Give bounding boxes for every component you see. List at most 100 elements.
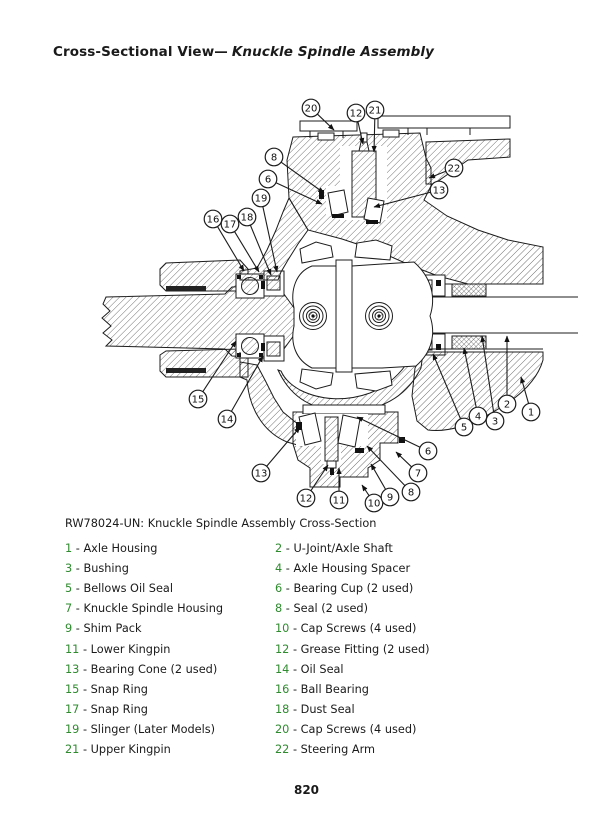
- callout-number-16: 16: [207, 215, 220, 226]
- part-number: 10: [275, 622, 290, 636]
- callout-number-9: 9: [387, 493, 393, 504]
- part-name: - Upper Kingpin: [79, 743, 171, 757]
- part-number: 14: [275, 662, 290, 676]
- part-item-11: 11 - Lower Kingpin: [65, 643, 275, 656]
- part-number: 5: [65, 581, 73, 595]
- part-item-19: 19 - Slinger (Later Models): [65, 723, 275, 736]
- callout-leader-7: [395, 451, 413, 468]
- part-item-21: 21 - Upper Kingpin: [65, 743, 275, 756]
- callout-circle-18: [237, 207, 257, 227]
- callout-leader-12: [310, 464, 329, 491]
- callout-leader-16: [217, 226, 245, 272]
- part-item-7: 7 - Knuckle Spindle Housing: [65, 602, 275, 615]
- callout-number-20: 20: [305, 104, 318, 115]
- part-number: 3: [65, 561, 73, 575]
- callout-number-8: 8: [271, 153, 277, 164]
- callout-leader-17: [234, 231, 260, 273]
- part-name: - Steering Arm: [289, 743, 376, 757]
- part-item-20: 20 - Cap Screws (4 used): [275, 723, 555, 736]
- part-name: - U-Joint/Axle Shaft: [282, 541, 393, 555]
- callout-leader-21: [371, 118, 377, 153]
- part-name: - Shim Pack: [72, 622, 142, 636]
- part-number: 4: [275, 561, 283, 575]
- callout-circle-22: [444, 158, 464, 178]
- part-number: 12: [275, 642, 290, 656]
- callout-circle-19: [251, 188, 271, 208]
- callout-leader-4: [462, 347, 477, 408]
- cross-section-diagram: 2012218622131918171615141312111098765432…: [101, 98, 578, 513]
- callout-leader-10: [361, 484, 370, 496]
- callout-number-10: 10: [368, 499, 381, 510]
- callout-circle-13: [251, 463, 271, 483]
- u-joint-bearing-cap-left: [299, 302, 327, 330]
- part-item-12: 12 - Grease Fitting (2 used): [275, 643, 555, 656]
- callout-number-22: 22: [448, 164, 461, 175]
- part-name: - Axle Housing Spacer: [282, 561, 411, 575]
- part-name: - Bellows Oil Seal: [72, 581, 173, 595]
- part-item-22: 22 - Steering Arm: [275, 743, 555, 756]
- part-name: - Seal (2 used): [282, 602, 368, 616]
- callout-circle-14: [217, 409, 237, 429]
- callout-circle-17: [220, 214, 240, 234]
- part-item-4: 4 - Axle Housing Spacer: [275, 562, 555, 575]
- callout-leader-20: [316, 113, 335, 131]
- bearing-cone-lower-left: [298, 412, 322, 446]
- part-name: - Knuckle Spindle Housing: [72, 602, 224, 616]
- callout-circle-7: [408, 463, 428, 483]
- callout-circle-20: [301, 98, 321, 118]
- part-name: - Lower Kingpin: [79, 642, 171, 656]
- callout-number-6: 6: [425, 447, 431, 458]
- part-number: 15: [65, 682, 80, 696]
- part-number: 6: [275, 581, 283, 595]
- part-name: - Grease Fitting (2 used): [289, 642, 430, 656]
- callout-number-13: 13: [433, 186, 446, 197]
- part-number: 22: [275, 743, 290, 757]
- callout-number-12: 12: [300, 494, 313, 505]
- callout-number-2: 2: [504, 400, 510, 411]
- part-number: 9: [65, 622, 73, 636]
- part-item-5: 5 - Bellows Oil Seal: [65, 582, 275, 595]
- callout-leader-6: [356, 416, 421, 448]
- callout-leader-6: [275, 182, 323, 205]
- part-item-9: 9 - Shim Pack: [65, 622, 275, 635]
- part-name: - Dust Seal: [289, 703, 355, 717]
- callout-number-5: 5: [461, 423, 467, 434]
- callout-circle-6: [418, 441, 438, 461]
- part-name: - Cap Screws (4 used): [289, 622, 417, 636]
- bearing-cone-lower-right: [337, 414, 361, 448]
- part-item-3: 3 - Bushing: [65, 562, 275, 575]
- callout-leader-15: [202, 340, 237, 392]
- callout-leader-5: [432, 353, 462, 420]
- callout-circle-12: [346, 103, 366, 123]
- callout-circle-8: [264, 147, 284, 167]
- part-number: 1: [65, 541, 73, 555]
- part-number: 2: [275, 541, 283, 555]
- part-item-17: 17 - Snap Ring: [65, 703, 275, 716]
- figure-caption: RW78024-UN: Knuckle Spindle Assembly Cro…: [65, 517, 377, 530]
- callout-circle-8: [401, 482, 421, 502]
- part-number: 21: [65, 743, 80, 757]
- part-item-1: 1 - Axle Housing: [65, 542, 275, 555]
- housing-line-art: [101, 115, 578, 488]
- part-number: 19: [65, 723, 80, 737]
- callout-leader-12: [357, 121, 365, 145]
- callout-leader-13: [266, 426, 301, 467]
- callout-number-19: 19: [255, 194, 268, 205]
- callout-number-17: 17: [224, 220, 237, 231]
- part-name: - Bearing Cone (2 used): [79, 662, 218, 676]
- part-number: 20: [275, 723, 290, 737]
- callout-circle-3: [485, 411, 505, 431]
- callout-circle-4: [468, 406, 488, 426]
- part-name: - Snap Ring: [79, 682, 148, 696]
- callout-circle-16: [203, 209, 223, 229]
- callout-number-1: 1: [528, 408, 534, 419]
- callout-circle-12: [296, 488, 316, 508]
- steering-arm: [425, 138, 511, 185]
- callout-leader-18: [249, 224, 272, 276]
- part-number: 16: [275, 682, 290, 696]
- part-item-10: 10 - Cap Screws (4 used): [275, 622, 555, 635]
- page-title-italic: Knuckle Spindle Assembly: [231, 44, 435, 60]
- bearing-cone-upper-left: [327, 189, 349, 217]
